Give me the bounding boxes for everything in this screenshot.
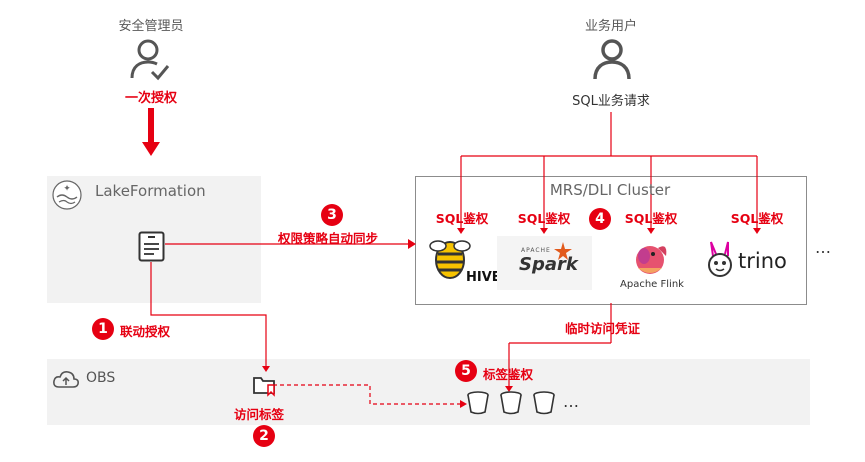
step-4-badge: 4 xyxy=(589,208,611,230)
admin-down-arrow xyxy=(142,108,160,156)
tagged-folder-icon xyxy=(253,377,275,397)
user-label: 业务用户 xyxy=(584,19,637,34)
obs-title: OBS xyxy=(86,370,116,386)
step-3-badge: 3 xyxy=(321,204,343,226)
obs-panel xyxy=(47,359,810,425)
trino-auth-label: SQL鉴权 xyxy=(730,211,784,226)
hive-logo: HIVE xyxy=(428,236,501,290)
svg-text:✦: ✦ xyxy=(63,184,71,194)
temp-credential-arrow xyxy=(505,303,612,392)
trino-text: trino xyxy=(738,249,787,273)
flink-label: Apache Flink xyxy=(620,279,684,290)
flink-squirrel-icon xyxy=(636,246,667,274)
hive-text: HIVE xyxy=(466,270,501,285)
hive-bee-icon xyxy=(429,240,471,279)
admin-action-label: 一次授权 xyxy=(124,91,177,106)
request-distribution-lines xyxy=(460,112,758,228)
bucket-icon xyxy=(467,391,489,415)
step-5-badge: 5 xyxy=(455,360,477,382)
step-2-badge: 2 xyxy=(253,425,275,447)
step-2-label: 访问标签 xyxy=(234,407,285,422)
step-1-label: 联动授权 xyxy=(120,324,171,339)
lakeformation-logo-icon: ✦ xyxy=(52,180,82,210)
tag-access-dashed-arrow xyxy=(273,384,467,408)
spark-text: Spark xyxy=(519,254,578,275)
step-5-label: 标签鉴权 xyxy=(483,367,534,382)
request-arrowheads xyxy=(457,228,761,234)
cluster-panel xyxy=(415,176,807,305)
step-3-label: 权限策略自动同步 xyxy=(278,231,379,246)
user-request-label: SQL业务请求 xyxy=(572,94,650,109)
flink-auth-label: SQL鉴权 xyxy=(624,211,678,226)
lakeformation-title: LakeFormation xyxy=(95,182,206,200)
trino-bunny-icon xyxy=(708,241,732,277)
obs-more: … xyxy=(563,392,579,411)
bucket-icon xyxy=(533,391,555,415)
spark-logo: APACHE Spark xyxy=(497,236,592,290)
cluster-title: MRS/DLI Cluster xyxy=(549,181,671,199)
spark-auth-label: SQL鉴权 xyxy=(517,211,571,226)
hive-auth-label: SQL鉴权 xyxy=(435,211,489,226)
linked-auth-arrow xyxy=(150,262,267,366)
policy-document-icon xyxy=(138,231,165,262)
policy-sync-arrow xyxy=(165,239,416,249)
spark-apache-text: APACHE xyxy=(521,247,551,254)
admin-check-user-icon xyxy=(130,39,170,81)
cluster-more: … xyxy=(815,238,831,257)
step-1-badge: 1 xyxy=(92,318,114,340)
admin-label: 安全管理员 xyxy=(118,19,184,34)
bucket-icon xyxy=(500,391,522,415)
obs-cloud-icon xyxy=(53,371,79,388)
user-icon xyxy=(593,39,631,80)
spark-star-icon xyxy=(554,242,572,260)
temp-credential-label: 临时访问凭证 xyxy=(565,321,641,336)
